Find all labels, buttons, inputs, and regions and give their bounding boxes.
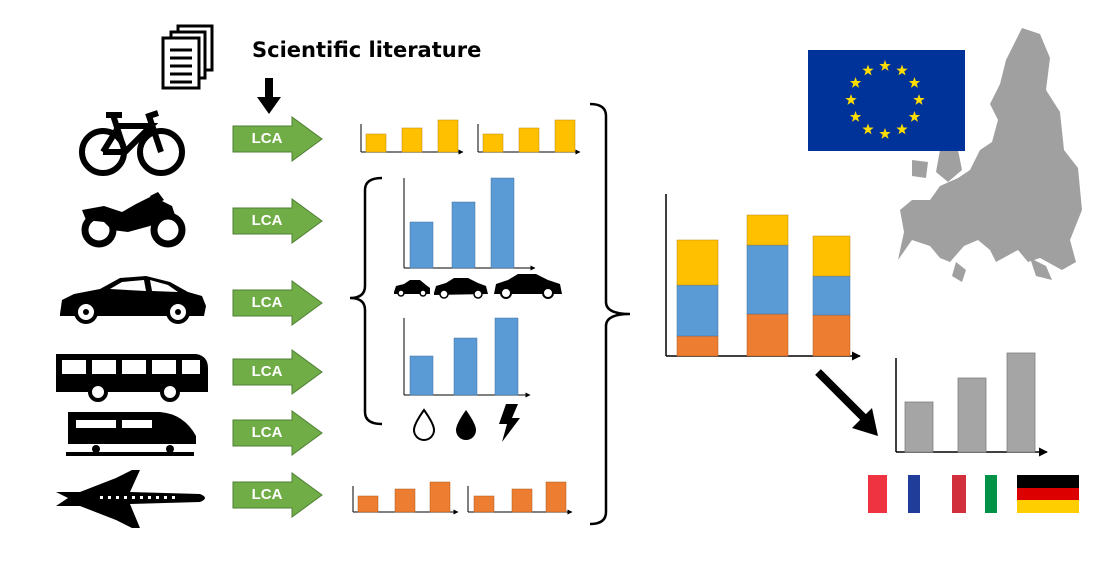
eu-star-icon — [908, 111, 921, 122]
bar — [1006, 352, 1036, 453]
airplane-chart-1 — [352, 481, 459, 515]
bar-segment — [746, 244, 789, 315]
bar — [494, 317, 519, 396]
car-icon — [60, 276, 206, 324]
lca-arrow-train: LCA — [232, 410, 324, 456]
europe-map — [898, 28, 1082, 282]
arrow-shape — [232, 116, 323, 162]
arrow-shape — [232, 280, 323, 326]
bus-icon — [56, 354, 208, 402]
bar — [482, 133, 504, 153]
motorcycle-icon — [81, 192, 186, 248]
eu-flag — [808, 50, 965, 151]
bar — [904, 401, 934, 453]
lca-arrow-motorcycle: LCA — [232, 198, 324, 244]
eu-stars — [845, 60, 925, 139]
medium-car-icon — [434, 278, 488, 299]
lca-arrow-bus: LCA — [232, 349, 324, 395]
bar — [409, 355, 434, 396]
france-flag — [908, 475, 930, 513]
italy-flag — [985, 475, 1005, 513]
bar — [957, 377, 987, 453]
bar — [554, 119, 576, 153]
stacked-chart — [665, 194, 861, 361]
bar — [401, 127, 423, 153]
eu-star-icon — [913, 94, 925, 105]
bicycle-chart-2 — [477, 119, 581, 155]
drop-filled-icon — [456, 410, 476, 440]
eu-star-icon — [849, 111, 862, 122]
country-chart — [895, 352, 1048, 457]
eu-star-icon — [862, 123, 874, 135]
lightning-icon — [499, 404, 520, 442]
large-car-icon — [494, 274, 562, 299]
small-car-icon — [394, 280, 430, 297]
fuel-type-chart — [403, 317, 531, 398]
bar — [545, 481, 567, 513]
eu-star-icon — [896, 64, 908, 76]
lca-label: LCA — [251, 424, 283, 441]
poland-flag — [948, 475, 966, 513]
bar — [453, 337, 478, 396]
train-icon — [66, 412, 196, 456]
arrow-shape — [232, 410, 323, 456]
eu-star-icon — [908, 77, 921, 88]
eu-star-icon — [849, 77, 862, 88]
bar — [451, 201, 476, 269]
left-brace — [349, 176, 383, 426]
bar-segment — [676, 239, 719, 286]
bar-segment — [812, 275, 851, 316]
bar — [437, 119, 459, 153]
bar — [357, 495, 379, 513]
lca-arrow-car: LCA — [232, 280, 324, 326]
bar-segment — [676, 284, 719, 337]
bar-segment — [676, 335, 719, 357]
lca-arrow-airplane: LCA — [232, 472, 324, 518]
car-size-chart — [403, 177, 536, 271]
bar — [511, 488, 533, 513]
scientific-literature-label: Scientific literature — [252, 38, 482, 62]
airplane-icon — [56, 470, 205, 528]
airplane-chart-2 — [467, 481, 573, 515]
lca-label: LCA — [251, 130, 283, 147]
bar-segment — [746, 313, 789, 357]
lca-label: LCA — [251, 363, 283, 380]
drop-outline-icon — [412, 408, 436, 441]
bar — [490, 177, 515, 269]
eu-star-icon — [845, 94, 857, 105]
bar — [518, 127, 540, 153]
austria-flag — [868, 475, 887, 513]
lca-label: LCA — [251, 212, 283, 229]
bar-segment — [746, 214, 789, 246]
bar — [365, 133, 387, 153]
bar — [409, 221, 434, 269]
bar — [429, 481, 451, 513]
right-brace — [589, 102, 631, 526]
result-arrowhead — [852, 408, 878, 436]
lca-arrow-bicycle: LCA — [232, 116, 324, 162]
bicycle-chart-1 — [360, 119, 464, 155]
arrow-shape — [232, 349, 323, 395]
eu-star-icon — [879, 128, 891, 139]
bar — [394, 488, 416, 513]
eu-star-icon — [879, 60, 891, 71]
literature-down-arrow — [257, 78, 281, 114]
eu-star-icon — [896, 123, 908, 135]
bicycle-icon — [79, 110, 185, 176]
lca-label: LCA — [251, 486, 283, 503]
documents-icon — [161, 24, 214, 90]
arrow-shape — [232, 472, 323, 518]
germany-flag — [1017, 475, 1079, 513]
result-arrow — [815, 369, 869, 423]
bar-segment — [812, 235, 851, 277]
eu-star-icon — [862, 64, 874, 76]
bar-segment — [812, 314, 851, 357]
lca-label: LCA — [251, 294, 283, 311]
arrow-shape — [232, 198, 323, 244]
bar — [473, 495, 495, 513]
